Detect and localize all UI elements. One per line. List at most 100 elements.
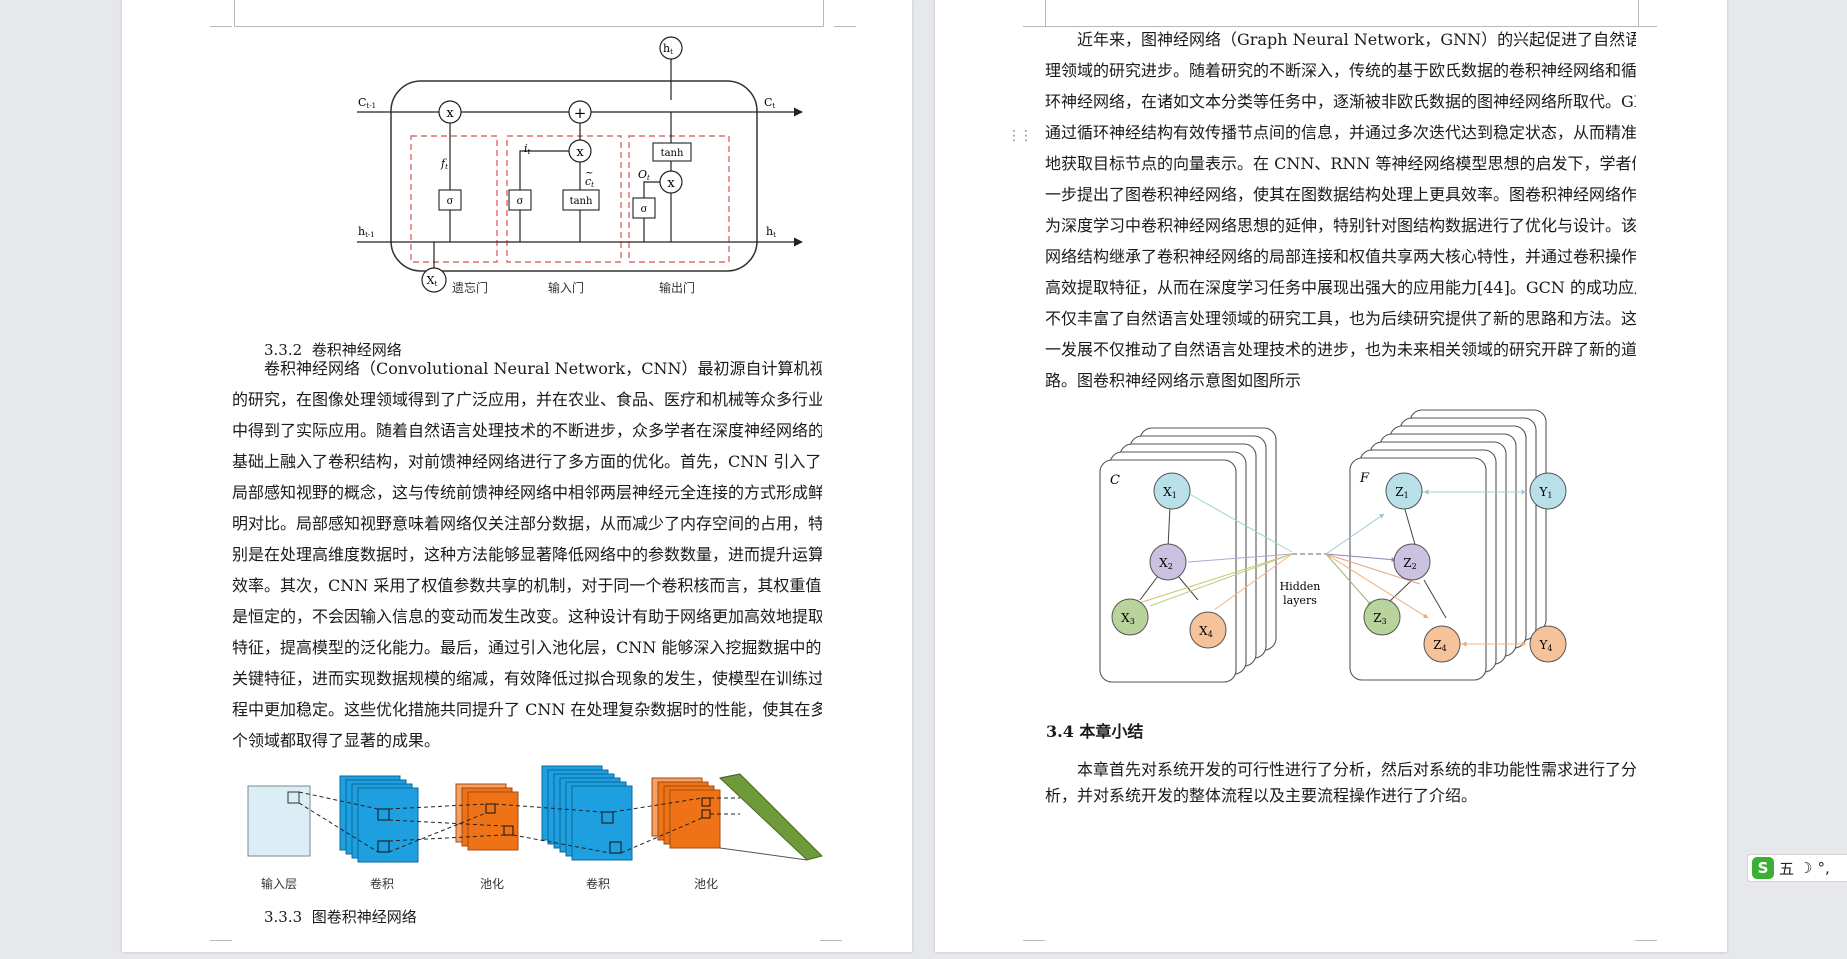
output-gate-box [628,135,730,263]
paragraph-line: 明对比。局部感知视野意味着网络仅关注部分数据，从而减少了内存空间的占用，特 [232,514,822,533]
input-sigmoid-box [508,189,532,211]
input-gate-symbol: it [524,142,531,156]
half-moon-icon[interactable]: ☽ [1799,859,1813,877]
sigmoid-label: σ [517,196,524,207]
page-top-rule [234,0,824,27]
sigmoid-label: σ [641,204,648,215]
ime-toolbar[interactable]: S 五 ☽ °, [1747,854,1847,882]
graph-node-label: Z4 [1433,638,1446,653]
cnn-label-conv1: 卷积 [370,876,394,891]
input-gate-caption: 输入门 [548,280,584,295]
paragraph-line: 高效提取特征，从而在深度学习任务中展现出强大的应用能力[44]。GCN 的成功应… [1045,278,1636,297]
c-prev-label: Ct-1 [358,96,376,110]
graph-node-x1 [1153,472,1191,510]
cnn-paragraph[interactable]: 卷积神经网络（Convolutional Neural Network，CNN）… [232,353,822,756]
graph-node-x4 [1189,611,1227,649]
document-page-left: x + x x σ σ tanh σ tanh ht Xt Ct-1 Ct ht… [122,0,912,952]
input-graph-stack [1099,427,1277,683]
forget-gate-box [410,135,498,263]
graph-node-label: Z3 [1373,611,1386,626]
paragraph-line: 程中更加稳定。这些优化措施共同提升了 CNN 在处理复杂数据时的性能，使其在多 [232,700,822,719]
ime-mode-toggle[interactable]: 五 [1779,859,1795,878]
page-top-rule [1045,0,1639,27]
graph-node-label: Y4 [1538,638,1552,653]
op-symbol: + [574,104,587,122]
paragraph-line: 特征，提高模型的泛化能力。最后，通过引入池化层，CNN 能够深入挖掘数据中的 [232,638,822,657]
paragraph-line: 析，并对系统开发的整体流程以及主要流程操作进行了介绍。 [1045,786,1478,805]
paragraph-line: 局部感知视野的概念，这与传统前馈神经网络中相邻两层神经元全连接的方式形成鲜 [232,483,822,502]
graph-node-label: Y1 [1538,485,1552,500]
cnn-label-pool1: 池化 [480,877,504,891]
paragraph-line: 路。图卷积神经网络示意图如图所示 [1045,371,1302,390]
op-symbol: x [446,106,454,121]
paragraph-line: 个领域都取得了显著的成果。 [232,731,441,750]
punctuation-icon[interactable]: °, [1817,859,1830,877]
section-heading-3-3-2: 3.3.2 卷积神经网络 [264,339,402,360]
output-gate-symbol: Ot [638,168,650,182]
input-multiply-node [568,139,592,163]
paragraph-line: 网络结构继承了卷积神经网络的局部连接和权值共享两大核心特性，并通过卷积操作 [1045,247,1636,266]
hidden-layers-label: Hidden [1280,580,1321,593]
hidden-layers-label: layers [1283,594,1317,607]
section-title: 图卷积神经网络 [311,908,417,926]
output-tanh-box [652,142,692,162]
cnn-label-input: 输入层 [261,876,297,891]
sigmoid-label: σ [447,196,454,207]
output-multiply-node [659,170,683,194]
forget-sigmoid-box [438,189,462,211]
graph-node-label: X4 [1199,624,1213,639]
graph-node-x2 [1149,543,1187,581]
margin-corner-mark [210,8,232,27]
lstm-diagram: x + x x σ σ tanh σ tanh ht Xt Ct-1 Ct ht… [357,36,803,295]
paragraph-line: 关键特征，进而实现数据规模的缩减，有效降低过拟合现象的发生，使模型在训练过 [232,669,822,688]
h-top-node [659,36,683,60]
tanh-label: tanh [570,196,593,207]
x-input-node [421,267,447,293]
graph-node-z4 [1423,625,1461,663]
paragraph-line: 为深度学习中卷积神经网络思想的延伸，特别针对图结构数据进行了优化与设计。该 [1045,216,1636,235]
cnn-label-conv2: 卷积 [586,876,610,891]
paragraph-line: 卷积神经网络（Convolutional Neural Network，CNN）… [264,359,822,378]
margin-corner-mark [1635,8,1657,27]
cell-add-node [568,100,592,124]
graph-node-label: Z2 [1403,556,1416,571]
forget-gate-symbol: ft [440,157,448,171]
gnn-paragraph[interactable]: 近年来，图神经网络（Graph Neural Network，GNN）的兴起促进… [1045,24,1636,396]
h-out-label: ht [766,225,776,239]
paragraph-line: 效率。其次，CNN 采用了权值参数共享的机制，对于同一个卷积核而言，其权重值 [232,576,822,595]
cnn-label-pool2: 池化 [694,877,718,891]
margin-corner-mark [1635,940,1657,959]
h-top-label: ht [663,42,673,56]
section-number: 3.3.2 [264,341,303,359]
tanh-label: tanh [661,148,684,159]
section-title: 卷积神经网络 [311,341,402,359]
paragraph-line: 近年来，图神经网络（Graph Neural Network，GNN）的兴起促进… [1077,30,1636,49]
cnn-connections [298,791,740,854]
margin-corner-mark [1023,8,1045,27]
x-input-label: Xt [427,274,438,288]
margin-corner-mark [210,940,232,959]
output-graph-edges [1389,505,1447,619]
paragraph-line: 一发展不仅推动了自然语言处理技术的进步，也为未来相关领域的研究开辟了新的道 [1045,340,1636,359]
output-sigmoid-box [632,197,656,219]
gcn-label-f: F [1359,471,1370,486]
paragraph-line: 基础上融入了卷积结构，对前馈神经网络进行了多方面的优化。首先，CNN 引入了 [232,452,822,471]
graph-node-label: X2 [1159,556,1173,571]
paragraph-line: 理领域的研究进步。随着研究的不断深入，传统的基于欧氏数据的卷积神经网络和循 [1045,61,1636,80]
paragraph-line: 通过循环神经结构有效传播节点间的信息，并通过多次迭代达到稳定状态，从而精准 [1045,123,1636,142]
section-heading-3-3-3: 3.3.3 图卷积神经网络 [264,906,417,927]
paragraph-line: 环神经网络，在诸如文本分类等任务中，逐渐被非欧氏数据的图神经网络所取代。GNN [1045,92,1636,111]
section-number: 3.3.3 [264,908,303,926]
conv2-stack [541,765,633,861]
margin-corner-mark [834,8,856,27]
graph-node-label: X3 [1121,611,1135,626]
sogou-ime-icon[interactable]: S [1752,857,1774,879]
tilde-mark: ~ [585,168,593,179]
paragraph-line: 别是在处理高维度数据时，这种方法能够显著降低网络中的参数数量，进而提升运算 [232,545,822,564]
drag-handle-icon[interactable]: ⋮⋮ [1007,128,1033,144]
gcn-label-c: C [1110,473,1120,488]
candidate-symbol: ct [585,175,594,189]
summary-paragraph[interactable]: 本章首先对系统开发的可行性进行了分析，然后对系统的非功能性需求进行了分析，并对系… [1045,757,1636,809]
paragraph-line: 地获取目标节点的向量表示。在 CNN、RNN 等神经网络模型思想的启发下，学者们… [1045,154,1636,173]
graph-node-z3 [1363,598,1401,636]
